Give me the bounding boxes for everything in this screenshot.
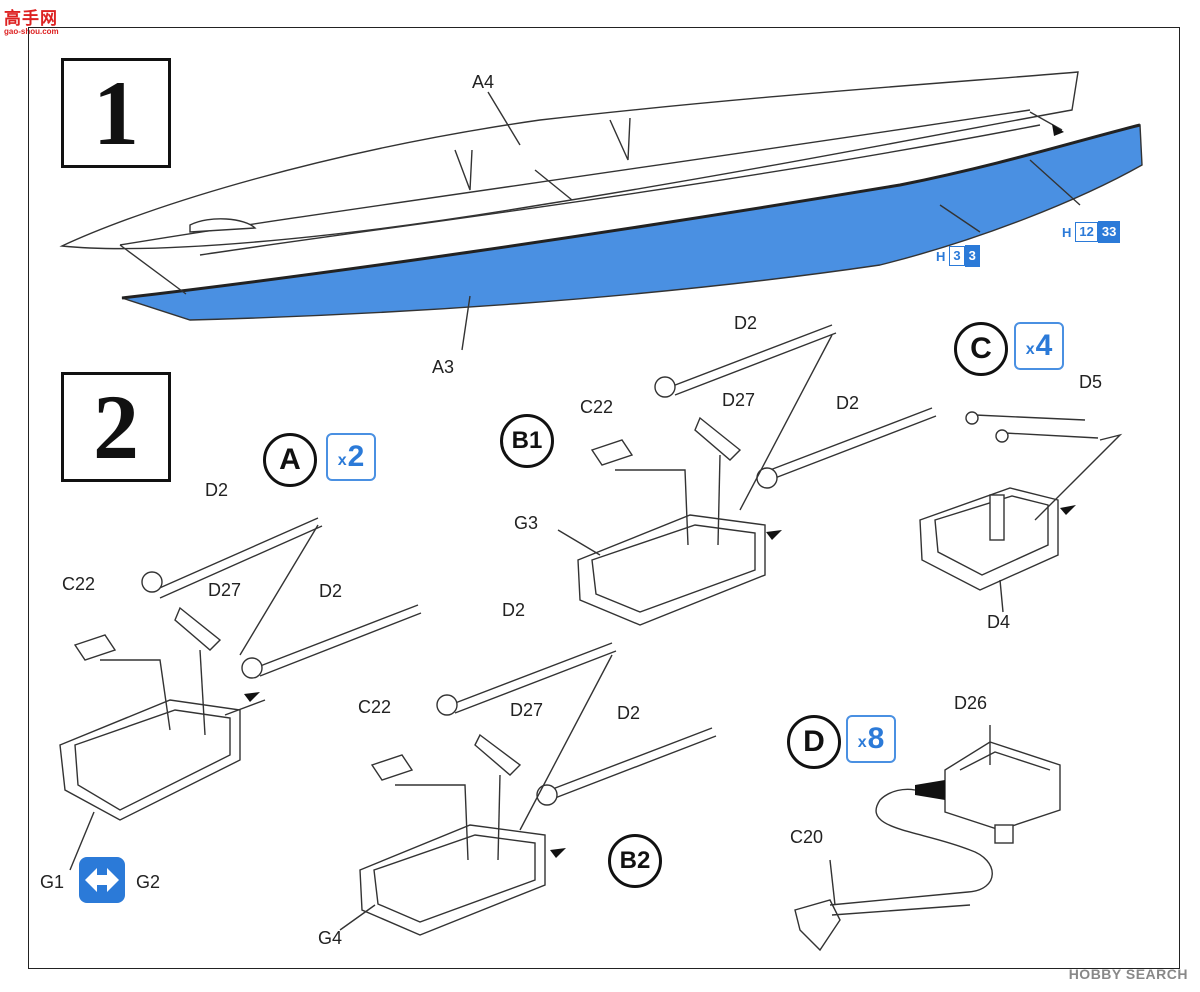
paint-code-filled: 33 — [1097, 221, 1121, 243]
part-label-d2: D2 — [836, 393, 860, 413]
multiplier-count: 8 — [867, 722, 885, 755]
watermark: HOBBY SEARCH — [1068, 966, 1188, 982]
hull-deck-a4 — [59, 71, 1079, 256]
part-label-d4: D4 — [987, 612, 1011, 632]
paint-ref-h3: H 3 3 — [936, 245, 980, 267]
part-label-d2: D2 — [502, 600, 526, 620]
part-label-d27: D27 — [208, 580, 242, 600]
multiplier-x: x — [1025, 341, 1035, 358]
launcher-assembly-b1 — [557, 324, 937, 626]
step-number-1-text: 1 — [93, 62, 139, 164]
subassembly-c-marker: C — [954, 322, 1008, 376]
multiplier-x: x — [337, 452, 347, 469]
part-label-c22: C22 — [358, 697, 392, 717]
multiplier-count: 2 — [347, 440, 365, 473]
launcher-assembly-b2 — [339, 642, 717, 936]
part-label-d2: D2 — [734, 313, 758, 333]
part-label-g4: G4 — [318, 928, 343, 948]
part-label-g3: G3 — [514, 513, 539, 533]
part-label-d27: D27 — [510, 700, 544, 720]
part-label-d2: D2 — [205, 480, 229, 500]
part-label-d27: D27 — [722, 390, 756, 410]
subassembly-b2-marker: B2 — [608, 834, 662, 888]
multiplier-x: x — [857, 734, 867, 751]
part-label-c22: C22 — [62, 574, 96, 594]
paint-code: 3 — [949, 246, 965, 266]
part-label-g1: G1 — [40, 872, 65, 892]
step-number-2-text: 2 — [93, 376, 139, 478]
subassembly-a-marker: A — [263, 433, 317, 487]
step-number-1: 1 — [61, 58, 171, 168]
step-number-2: 2 — [61, 372, 171, 482]
part-label-a4: A4 — [472, 72, 495, 92]
part-label-a3: A3 — [432, 357, 455, 377]
instruction-frame — [28, 27, 1180, 969]
paint-ref-prefix: H — [936, 248, 946, 264]
mount-assembly-c — [919, 411, 1123, 613]
logo-title: 高手网 — [4, 9, 58, 28]
swap-arrows-icon — [79, 857, 125, 903]
part-label-d5: D5 — [1079, 372, 1103, 392]
logo-url: gao-shou.com — [4, 27, 59, 36]
part-label-d2: D2 — [617, 703, 641, 723]
subassembly-d-marker: D — [787, 715, 841, 769]
paint-code-filled: 3 — [964, 245, 980, 267]
mount-assembly-d — [794, 725, 1061, 952]
paint-code: 12 — [1075, 222, 1098, 242]
subassembly-b1-marker: B1 — [500, 414, 554, 468]
part-label-c20: C20 — [790, 827, 824, 847]
part-label-g2: G2 — [136, 872, 161, 892]
site-logo: 高手网 gao-shou.com — [4, 4, 59, 36]
multiplier-count: 4 — [1035, 329, 1053, 362]
paint-ref-prefix: H — [1062, 224, 1072, 240]
part-label-d26: D26 — [954, 693, 988, 713]
hull-body-a3 — [121, 123, 1143, 321]
paint-ref-h12: H 12 33 — [1062, 221, 1121, 243]
part-label-c22: C22 — [580, 397, 614, 417]
launcher-assembly-a — [59, 517, 422, 871]
part-label-d2: D2 — [319, 581, 343, 601]
